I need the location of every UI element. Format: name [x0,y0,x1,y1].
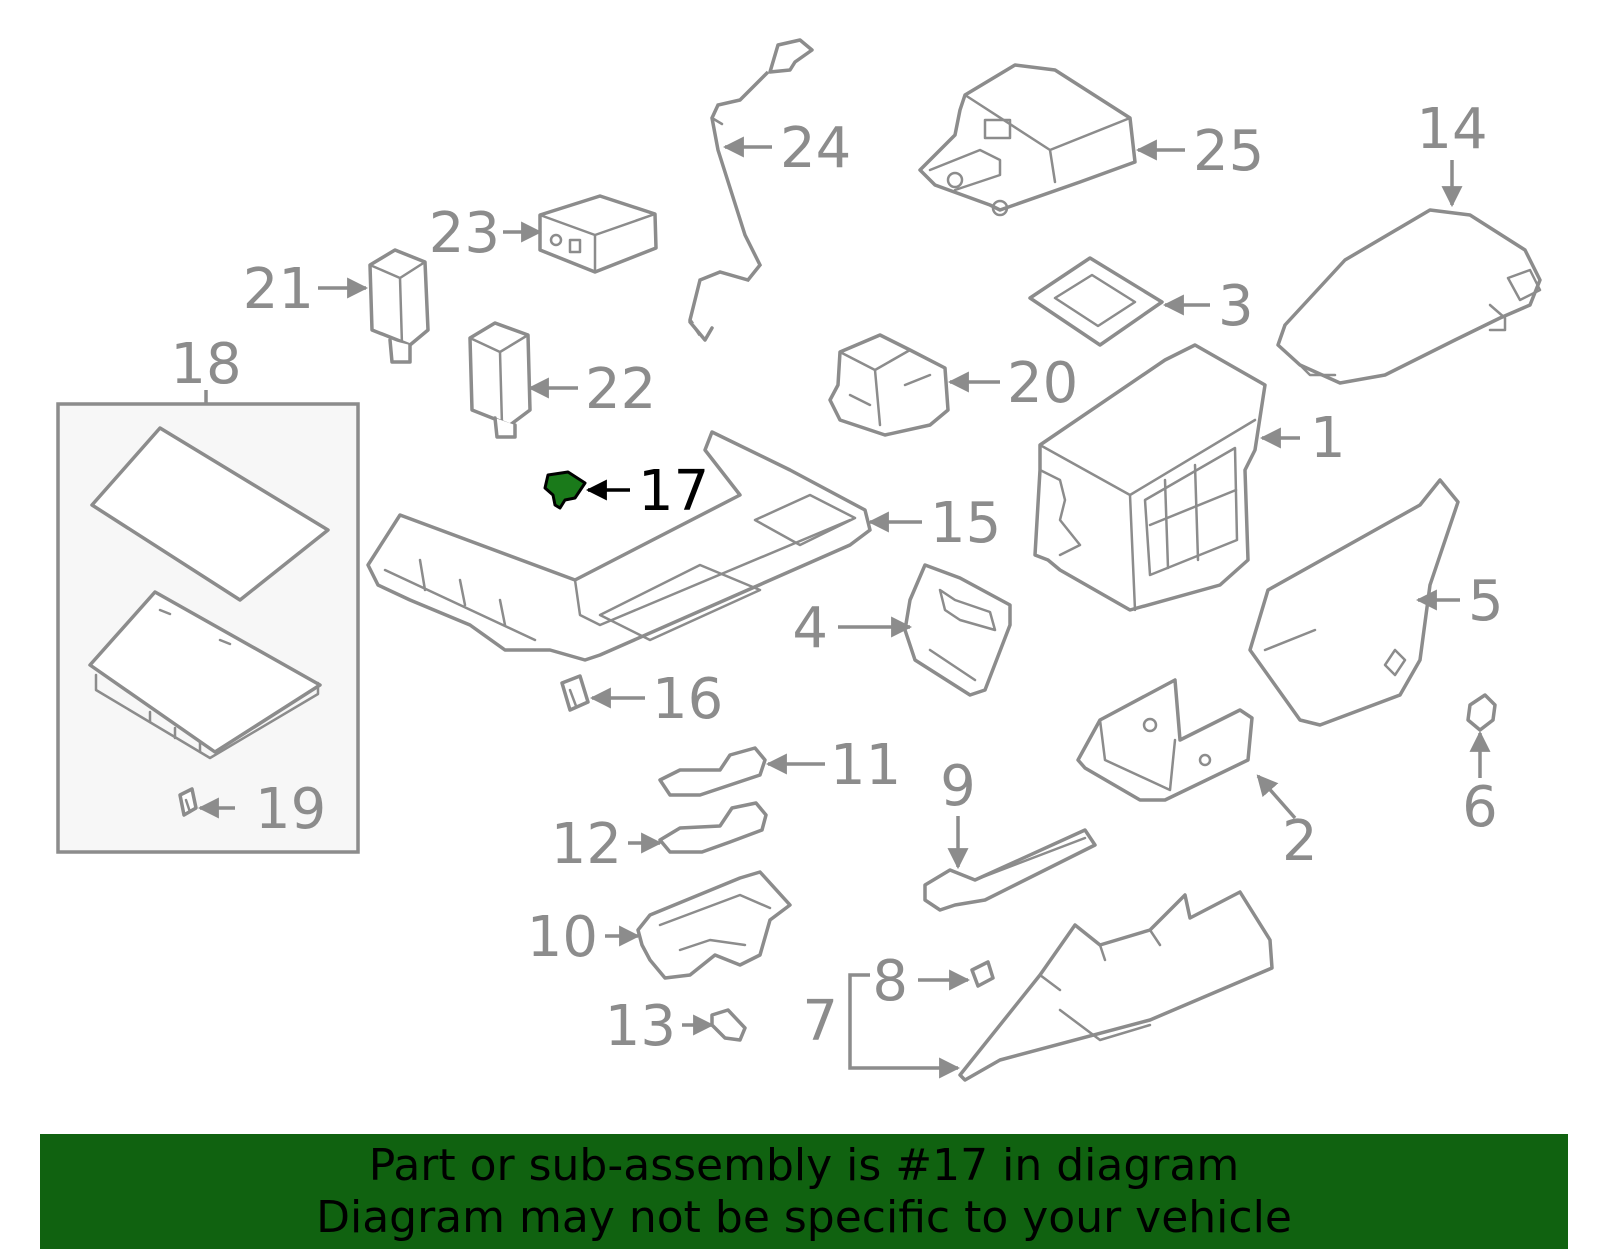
callout-25: 25 [1193,119,1264,184]
callout-8: 8 [872,949,908,1014]
part-20-bracket [828,333,950,437]
part-3-tray [1028,256,1164,347]
callout-19: 19 [255,777,326,842]
callout-7: 7 [802,989,838,1054]
callout-15: 15 [930,491,1001,556]
part-15-trim [366,430,872,662]
callout-14: 14 [1416,97,1487,162]
callout-22: 22 [585,357,656,422]
info-banner: Part or sub-assembly is #17 in diagram D… [40,1134,1568,1249]
part-7-lower-panel [958,890,1274,1082]
callout-11: 11 [830,733,901,798]
part-6-plug [1466,693,1497,732]
part-8-clip [970,960,995,988]
part-4-bracket [903,563,1012,697]
banner-line-part-number: Part or sub-assembly is #17 in diagram [368,1139,1240,1191]
banner-line-disclaimer: Diagram may not be specific to your vehi… [316,1191,1292,1243]
part-19-clip [178,787,198,817]
part-5-side-panel [1248,478,1460,727]
callout-12: 12 [551,812,622,877]
part-14-armrest [1276,208,1542,385]
leader-lines [197,136,1491,1079]
part-1-console-body [1033,343,1267,612]
callout-5: 5 [1468,569,1504,634]
callout-16: 16 [652,667,723,732]
part-16-clip [560,674,590,712]
callout-labels: 1 2 3 4 5 6 7 8 9 10 11 12 13 14 15 16 1… [170,97,1503,1059]
part-23-panel [538,194,658,274]
part-25-module [918,63,1137,217]
part-22-switch [468,321,532,439]
callout-6: 6 [1462,775,1498,840]
callout-20: 20 [1007,351,1078,416]
part-11-mat [658,746,767,797]
callout-9: 9 [940,754,976,819]
callout-18: 18 [170,332,241,397]
part-13-clip [710,1008,747,1042]
part-21-switch [368,248,430,364]
part-9-rail [923,828,1097,912]
part-12-mat [658,801,768,854]
part-10-cup-holder [636,870,792,980]
part-17-highlighted [543,470,587,510]
callout-3: 3 [1218,274,1254,339]
callout-24: 24 [780,116,851,181]
callout-1: 1 [1310,406,1346,471]
callout-23: 23 [429,201,500,266]
part-24-cable [688,38,814,342]
part-2-bracket [1076,678,1254,802]
callout-13: 13 [605,994,676,1059]
callout-4: 4 [792,596,828,661]
callout-10: 10 [527,905,598,970]
part-18-kit-box [56,390,360,854]
callout-21: 21 [243,257,314,322]
callout-2: 2 [1282,809,1318,874]
callout-17: 17 [638,459,709,524]
